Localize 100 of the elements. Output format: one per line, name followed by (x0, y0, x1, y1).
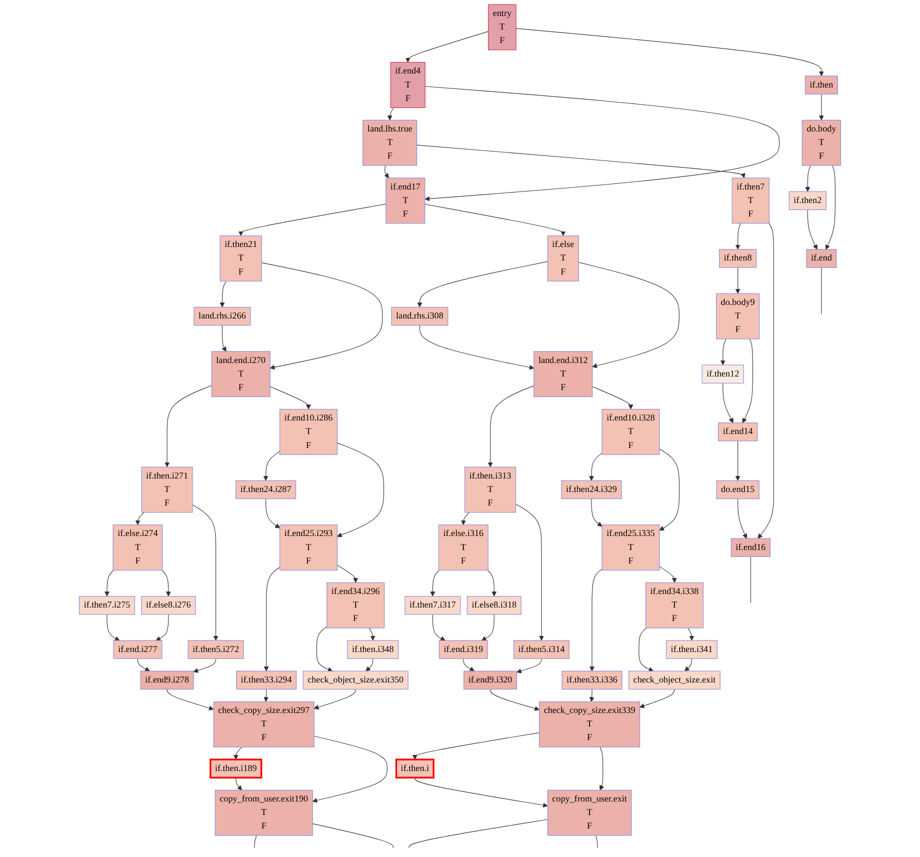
node-box: if.then8 (719, 249, 757, 268)
arrow (722, 382, 734, 424)
node-box: if.end34.i338 T F (645, 582, 704, 628)
arrow (156, 614, 169, 641)
node-box: if.then24.i287 (236, 480, 296, 500)
node-box: if.end4 T F (390, 62, 426, 108)
arrow (688, 628, 694, 641)
arrow (818, 94, 824, 120)
node-box: if.else.i274 T F (112, 524, 163, 570)
node-box: if.end9.i278 (140, 670, 194, 690)
node-box: if.then21 T F (220, 236, 262, 282)
node-box: if.then (804, 76, 838, 94)
arrow (266, 498, 280, 528)
arrow (106, 614, 120, 641)
node-box: do.end15 (716, 480, 760, 500)
node-box: if.then.i313 T F (464, 466, 516, 513)
arrow (314, 688, 356, 710)
node-box: check_object_size.exit350 (302, 670, 408, 690)
node-box: if.end17 T F (386, 178, 426, 224)
arrow (384, 165, 389, 178)
connector (821, 267, 822, 314)
node-box: land.rhs.i308 (391, 306, 448, 326)
node-box: if.then.i (395, 758, 434, 778)
arrow (233, 746, 242, 760)
node-box: if.else.i316 T F (438, 524, 488, 570)
node-box: if.then12 (702, 364, 744, 384)
node-box: check_copy_size.exit339 T F (539, 701, 640, 748)
node-box: if.end9.i320 (464, 670, 518, 690)
arrow (738, 498, 748, 539)
arrow (414, 777, 548, 808)
arrow (419, 325, 534, 370)
arrow (336, 442, 384, 538)
node-box: if.then33.i294 (236, 670, 297, 690)
arrow (424, 86, 780, 202)
arrow (591, 498, 602, 527)
connector (408, 819, 548, 848)
node-box: do.body9 T F (716, 293, 760, 340)
arrow (162, 570, 171, 596)
node-box: if.end25.i335 T F (602, 524, 660, 570)
node-box: if.end14 (718, 422, 758, 442)
arrow (720, 338, 726, 366)
arrow (416, 144, 746, 178)
node-box: if.then.i189 (210, 758, 262, 778)
node-box: if.end10.i328 T F (602, 408, 660, 455)
connector (254, 835, 257, 848)
arrow (261, 262, 383, 370)
arrow (490, 688, 540, 711)
arrow (264, 688, 269, 702)
arrow (588, 452, 602, 481)
arrow (263, 451, 280, 481)
arrow (236, 777, 242, 790)
arrow (270, 386, 311, 410)
node-box: check_copy_size.exit297 T F (213, 701, 314, 748)
node-box: if.then7.i275 (79, 596, 135, 615)
node-box: copy_from_user.exit T F (547, 790, 632, 836)
node-box: if.else8.i276 (141, 596, 196, 615)
arrow (735, 440, 740, 481)
arrow (430, 570, 440, 596)
node-box: if.then.i348 (347, 640, 399, 659)
arrow (368, 628, 376, 641)
node-box: if.then.i341 (666, 640, 718, 659)
node-box: do.body T F (802, 120, 841, 166)
arrow (312, 736, 388, 803)
arrow (590, 568, 602, 672)
arrow (104, 570, 114, 596)
node-box: if.end34.i296 T F (326, 582, 385, 628)
connector (312, 823, 394, 848)
node-box: if.end10.i286 T F (280, 408, 338, 455)
arrow (264, 566, 280, 672)
arrow (515, 504, 544, 641)
node-box: if.then.i271 T F (141, 466, 193, 513)
node-box: if.then24.i329 (561, 480, 622, 500)
node-box: if.end25.i293 T F (280, 524, 338, 570)
arrow (659, 566, 677, 583)
arrow (825, 165, 836, 250)
arrow (193, 658, 216, 673)
arrow (460, 512, 470, 526)
arrow (220, 280, 227, 308)
arrow (412, 732, 540, 760)
arrow (735, 267, 740, 294)
arrow (516, 658, 542, 674)
node-box: if.then5.i314 (514, 640, 570, 659)
arrow (487, 570, 497, 596)
arrow (659, 448, 680, 531)
arrow (481, 614, 494, 641)
arrow (488, 385, 534, 468)
arrow (417, 261, 548, 308)
arrow (807, 209, 818, 250)
connector (750, 556, 751, 604)
arrow (578, 262, 680, 368)
arrow (600, 746, 604, 790)
arrow (336, 564, 358, 583)
node-box: if.end.i277 (113, 640, 162, 659)
connector (595, 835, 598, 848)
node-box: land.lhs.true T F (362, 120, 418, 166)
arrow (192, 504, 218, 641)
arrow (164, 385, 212, 468)
arrow (316, 626, 333, 672)
arrow (432, 614, 446, 641)
arrow (592, 386, 634, 410)
